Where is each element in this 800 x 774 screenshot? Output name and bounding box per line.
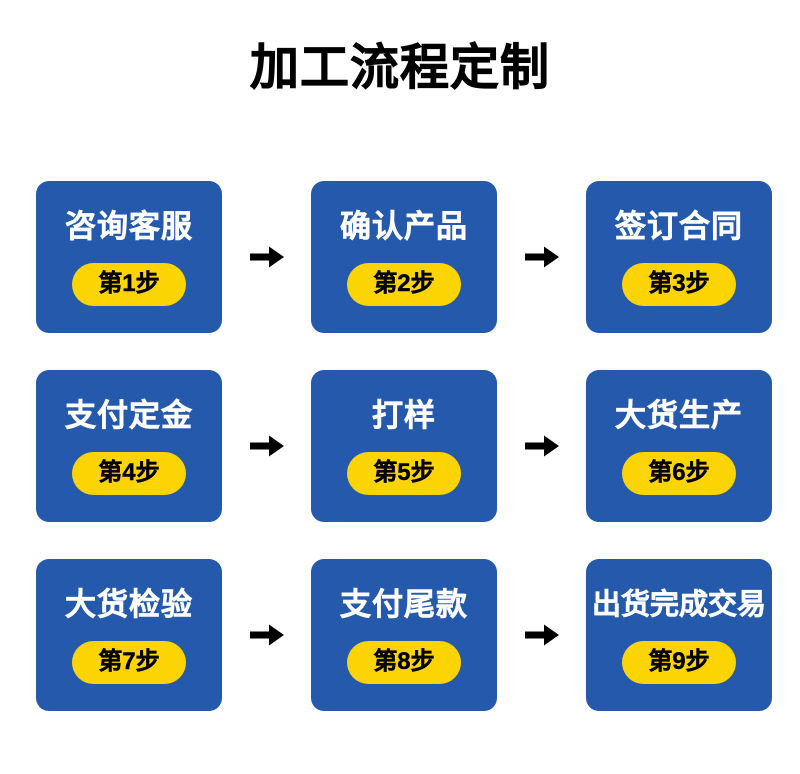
step-card-3[interactable]: 签订合同 第3步 bbox=[586, 181, 772, 333]
step-badge: 第6步 bbox=[622, 451, 736, 495]
flow-row: 大货检验 第7步 支付尾款 第8步 出货完成交易 第9步 bbox=[36, 559, 772, 711]
step-label: 支付尾款 bbox=[340, 586, 468, 622]
step-badge: 第4步 bbox=[72, 451, 186, 495]
step-label: 打样 bbox=[372, 397, 436, 433]
flow-connector bbox=[222, 370, 311, 522]
step-badge: 第9步 bbox=[622, 640, 736, 684]
arrow-right-icon bbox=[249, 435, 284, 457]
step-badge: 第8步 bbox=[347, 640, 461, 684]
step-card-7[interactable]: 大货检验 第7步 bbox=[36, 559, 222, 711]
flow-connector bbox=[497, 181, 586, 333]
step-card-4[interactable]: 支付定金 第4步 bbox=[36, 370, 222, 522]
arrow-right-icon bbox=[524, 435, 559, 457]
step-badge: 第1步 bbox=[72, 262, 186, 306]
step-label: 大货生产 bbox=[615, 397, 743, 433]
flow-grid: 咨询客服 第1步 确认产品 第2步 签订合同 第3步 bbox=[36, 181, 772, 711]
step-badge: 第5步 bbox=[347, 451, 461, 495]
step-card-5[interactable]: 打样 第5步 bbox=[311, 370, 497, 522]
page-title: 加工流程定制 bbox=[249, 41, 550, 96]
step-card-2[interactable]: 确认产品 第2步 bbox=[311, 181, 497, 333]
flow-connector bbox=[497, 370, 586, 522]
arrow-right-icon bbox=[524, 624, 559, 646]
flow-row: 咨询客服 第1步 确认产品 第2步 签订合同 第3步 bbox=[36, 181, 772, 333]
step-label: 大货检验 bbox=[65, 586, 193, 622]
step-card-1[interactable]: 咨询客服 第1步 bbox=[36, 181, 222, 333]
step-label: 支付定金 bbox=[65, 397, 193, 433]
step-label: 签订合同 bbox=[615, 208, 743, 244]
step-label: 咨询客服 bbox=[65, 208, 193, 244]
flow-connector bbox=[222, 181, 311, 333]
flow-connector bbox=[222, 559, 311, 711]
step-badge: 第7步 bbox=[72, 640, 186, 684]
step-card-6[interactable]: 大货生产 第6步 bbox=[586, 370, 772, 522]
step-label: 确认产品 bbox=[340, 208, 468, 244]
step-label: 出货完成交易 bbox=[591, 588, 767, 621]
step-badge: 第2步 bbox=[347, 262, 461, 306]
flow-row: 支付定金 第4步 打样 第5步 大货生产 第6步 bbox=[36, 370, 772, 522]
arrow-right-icon bbox=[524, 246, 559, 268]
step-card-9[interactable]: 出货完成交易 第9步 bbox=[586, 559, 772, 711]
step-badge: 第3步 bbox=[622, 262, 736, 306]
step-card-8[interactable]: 支付尾款 第8步 bbox=[311, 559, 497, 711]
arrow-right-icon bbox=[249, 624, 284, 646]
arrow-right-icon bbox=[249, 246, 284, 268]
flow-connector bbox=[497, 559, 586, 711]
